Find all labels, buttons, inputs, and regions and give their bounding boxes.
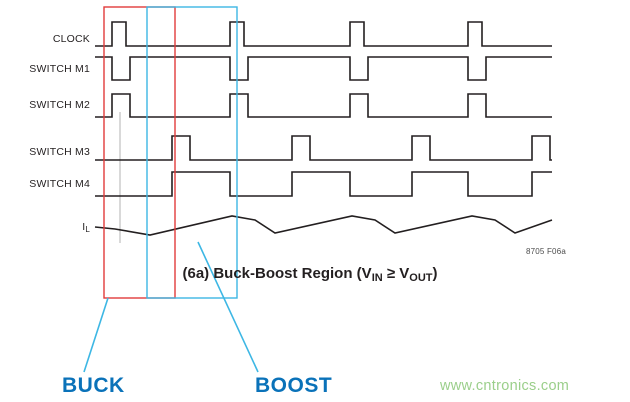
- waveform-switch-m3: [95, 135, 552, 161]
- il-main: I: [82, 221, 86, 233]
- signal-label-clock: CLOCK: [52, 33, 90, 45]
- caption-sub-out: OUT: [409, 272, 433, 284]
- caption-prefix: (6a) Buck-Boost Region (V: [182, 265, 372, 282]
- waveform-clock: [95, 21, 552, 47]
- waveform-inductor-current: [94, 215, 553, 236]
- caption-suffix: ): [432, 265, 438, 282]
- boost-region-outline: [146, 6, 238, 299]
- waveform-switch-m2: [95, 93, 552, 118]
- signal-label-switch-m4: SWITCH M4: [29, 178, 90, 190]
- buck-region-outline: [103, 6, 176, 299]
- il-subscript: L: [85, 225, 90, 234]
- buck-region-label: BUCK: [62, 374, 125, 397]
- signal-label-switch-m2: SWITCH M2: [29, 99, 90, 111]
- figure-caption: (6a) Buck-Boost Region (VIN ≥ VOUT): [90, 265, 530, 284]
- waveform-switch-m1: [95, 56, 552, 81]
- figure-reference-number: 8705 F06a: [525, 247, 566, 256]
- watermark-text: www.cntronics.com: [440, 378, 570, 394]
- signal-label-switch-m3: SWITCH M3: [29, 146, 90, 158]
- boost-region-label: BOOST: [255, 374, 333, 397]
- buck-leader-line: [83, 297, 109, 373]
- caption-sub-in: IN: [371, 272, 383, 284]
- boost-leader-line: [197, 241, 259, 373]
- waveform-switch-m4: [95, 171, 552, 197]
- caption-mid: ≥ V: [382, 265, 410, 282]
- signal-label-inductor-current: IL: [0, 221, 90, 234]
- signal-label-switch-m1: SWITCH M1: [29, 63, 90, 75]
